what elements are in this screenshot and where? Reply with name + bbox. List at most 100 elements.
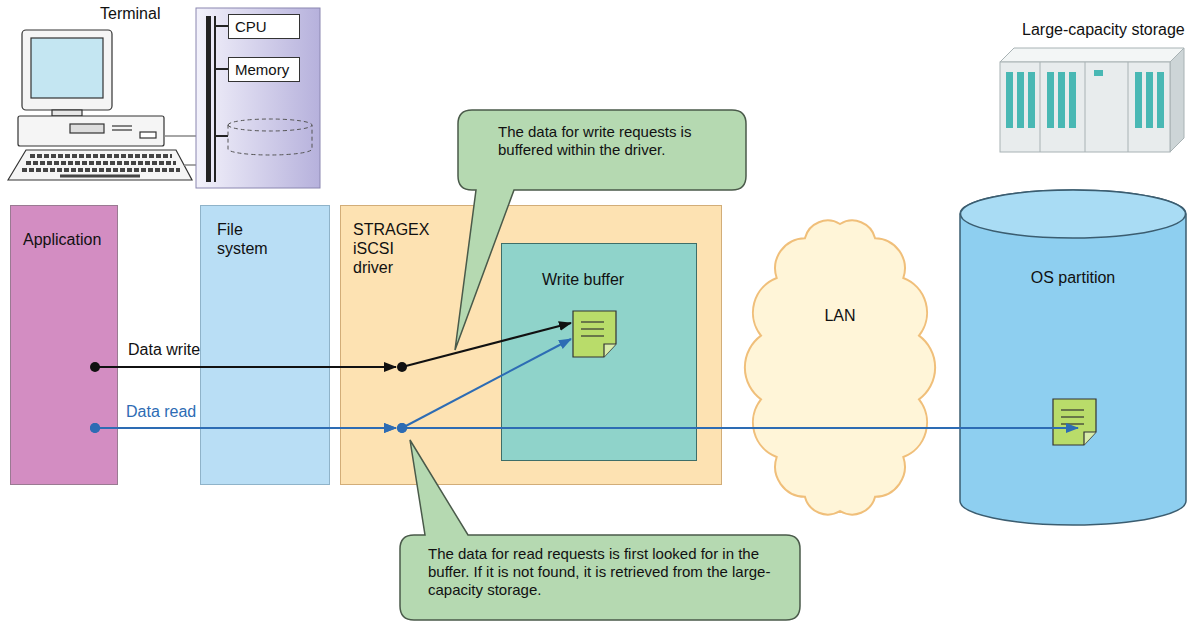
arrow-segment (402, 323, 571, 367)
label-holder: Large-capacity storage (1022, 20, 1185, 39)
node-text: The data for write requests is buffered … (498, 123, 736, 159)
flow-dot (90, 423, 100, 433)
callout-bubble: The data for read requests is first look… (400, 535, 800, 620)
local-disk-symbol (228, 119, 312, 155)
callout-bubble: The data for write requests is buffered … (458, 110, 746, 190)
node-text: File system (217, 220, 287, 258)
document-line (581, 328, 604, 329)
bus-bar (206, 16, 211, 182)
key-row (26, 161, 176, 165)
drive-slot (70, 124, 104, 133)
disk-panel (1157, 72, 1164, 128)
cloud-shape (745, 221, 935, 515)
storage-cylinder: OS partition (960, 190, 1186, 525)
component-box: Memory (228, 57, 300, 82)
flow-dot (90, 362, 100, 372)
cylinder-top (961, 190, 1186, 238)
figure-label: Large-capacity storage (1022, 21, 1185, 38)
disk-panel (1146, 72, 1153, 128)
cable (184, 164, 196, 166)
disk-panel (1006, 72, 1013, 128)
layer-column: File system (200, 205, 330, 485)
network-cloud: LAN (745, 210, 935, 525)
flow-dot (397, 423, 407, 433)
data-flow-arrow (90, 339, 571, 433)
node-text: CPU (235, 18, 295, 36)
disk-panel (1047, 72, 1054, 128)
document-fold (1084, 432, 1096, 445)
edge-label-holder: Data read (126, 402, 196, 421)
cabinet-side (1170, 48, 1184, 152)
monitor-frame (22, 30, 112, 110)
internals-panel (196, 8, 320, 188)
key-row (22, 168, 180, 172)
flow-dot (90, 423, 100, 433)
power-button (140, 132, 156, 138)
callout-shape (400, 440, 800, 620)
disk-panel (1069, 72, 1076, 128)
vent-line (112, 125, 132, 126)
arrow-segment (402, 427, 1078, 429)
disk-panel (1058, 72, 1065, 128)
label-holder: Terminal (100, 4, 160, 23)
document-sheet (573, 311, 616, 357)
document-line (581, 335, 604, 336)
document-line (1061, 416, 1084, 417)
network-cloud-outline (745, 210, 935, 525)
keyboard (8, 150, 192, 180)
storage-cylinder-outline (960, 190, 1186, 525)
local-disk-rim (228, 125, 312, 131)
vent-line (112, 129, 132, 130)
document-line (1061, 409, 1084, 410)
node-text: Write buffer (542, 270, 690, 289)
arrow-segment (95, 366, 396, 368)
figure-label: Terminal (100, 5, 160, 22)
document-icon (1052, 398, 1098, 446)
buffer-box: Write buffer (501, 243, 697, 461)
cabinet-divider (1128, 62, 1129, 152)
flow-dot (397, 362, 407, 372)
node-text: The data for read requests is first look… (428, 545, 778, 599)
disk-panel (1135, 72, 1142, 128)
node-text: LAN (755, 306, 925, 325)
disk-panel (1017, 72, 1024, 128)
storage-panels (1006, 70, 1164, 128)
node-text: STRAGEX iSCSI driver (353, 220, 433, 278)
terminal-illustration (8, 30, 192, 180)
indicator (1094, 70, 1103, 76)
monitor-screen (31, 38, 103, 98)
node-text: OS partition (970, 268, 1176, 287)
edge-label-holder: Data write (128, 340, 200, 359)
cable (164, 135, 196, 137)
data-flow-arrow (90, 323, 571, 372)
data-flow-arrow (90, 423, 1078, 433)
cabinet-top (1000, 48, 1184, 62)
computer-base (18, 116, 164, 146)
document-sheet (1053, 399, 1096, 445)
cylinder-body (960, 190, 1186, 525)
node-text: Application (23, 230, 111, 249)
key-row (30, 154, 172, 158)
node-text: Memory (235, 61, 295, 79)
bus-wire (216, 68, 228, 70)
space-bar (60, 175, 140, 178)
component-box: CPU (228, 14, 300, 39)
layer-column: Application (10, 205, 118, 485)
document-fold (604, 344, 616, 357)
storage-illustration (1000, 48, 1184, 152)
arrow-segment (95, 427, 396, 429)
document-icon (572, 310, 618, 358)
driver-box: STRAGEX iSCSI driverWrite buffer (340, 205, 722, 485)
document-line (581, 321, 604, 322)
disk-panel (1028, 72, 1035, 128)
edge-label: Data write (128, 341, 200, 358)
bus-wire (216, 135, 228, 137)
document-line (1061, 423, 1084, 424)
terminal-internals (196, 8, 320, 188)
cabinet-front (1000, 62, 1170, 152)
cabinet-divider (1085, 62, 1086, 152)
flow-dot (397, 423, 407, 433)
edge-label: Data read (126, 403, 196, 420)
